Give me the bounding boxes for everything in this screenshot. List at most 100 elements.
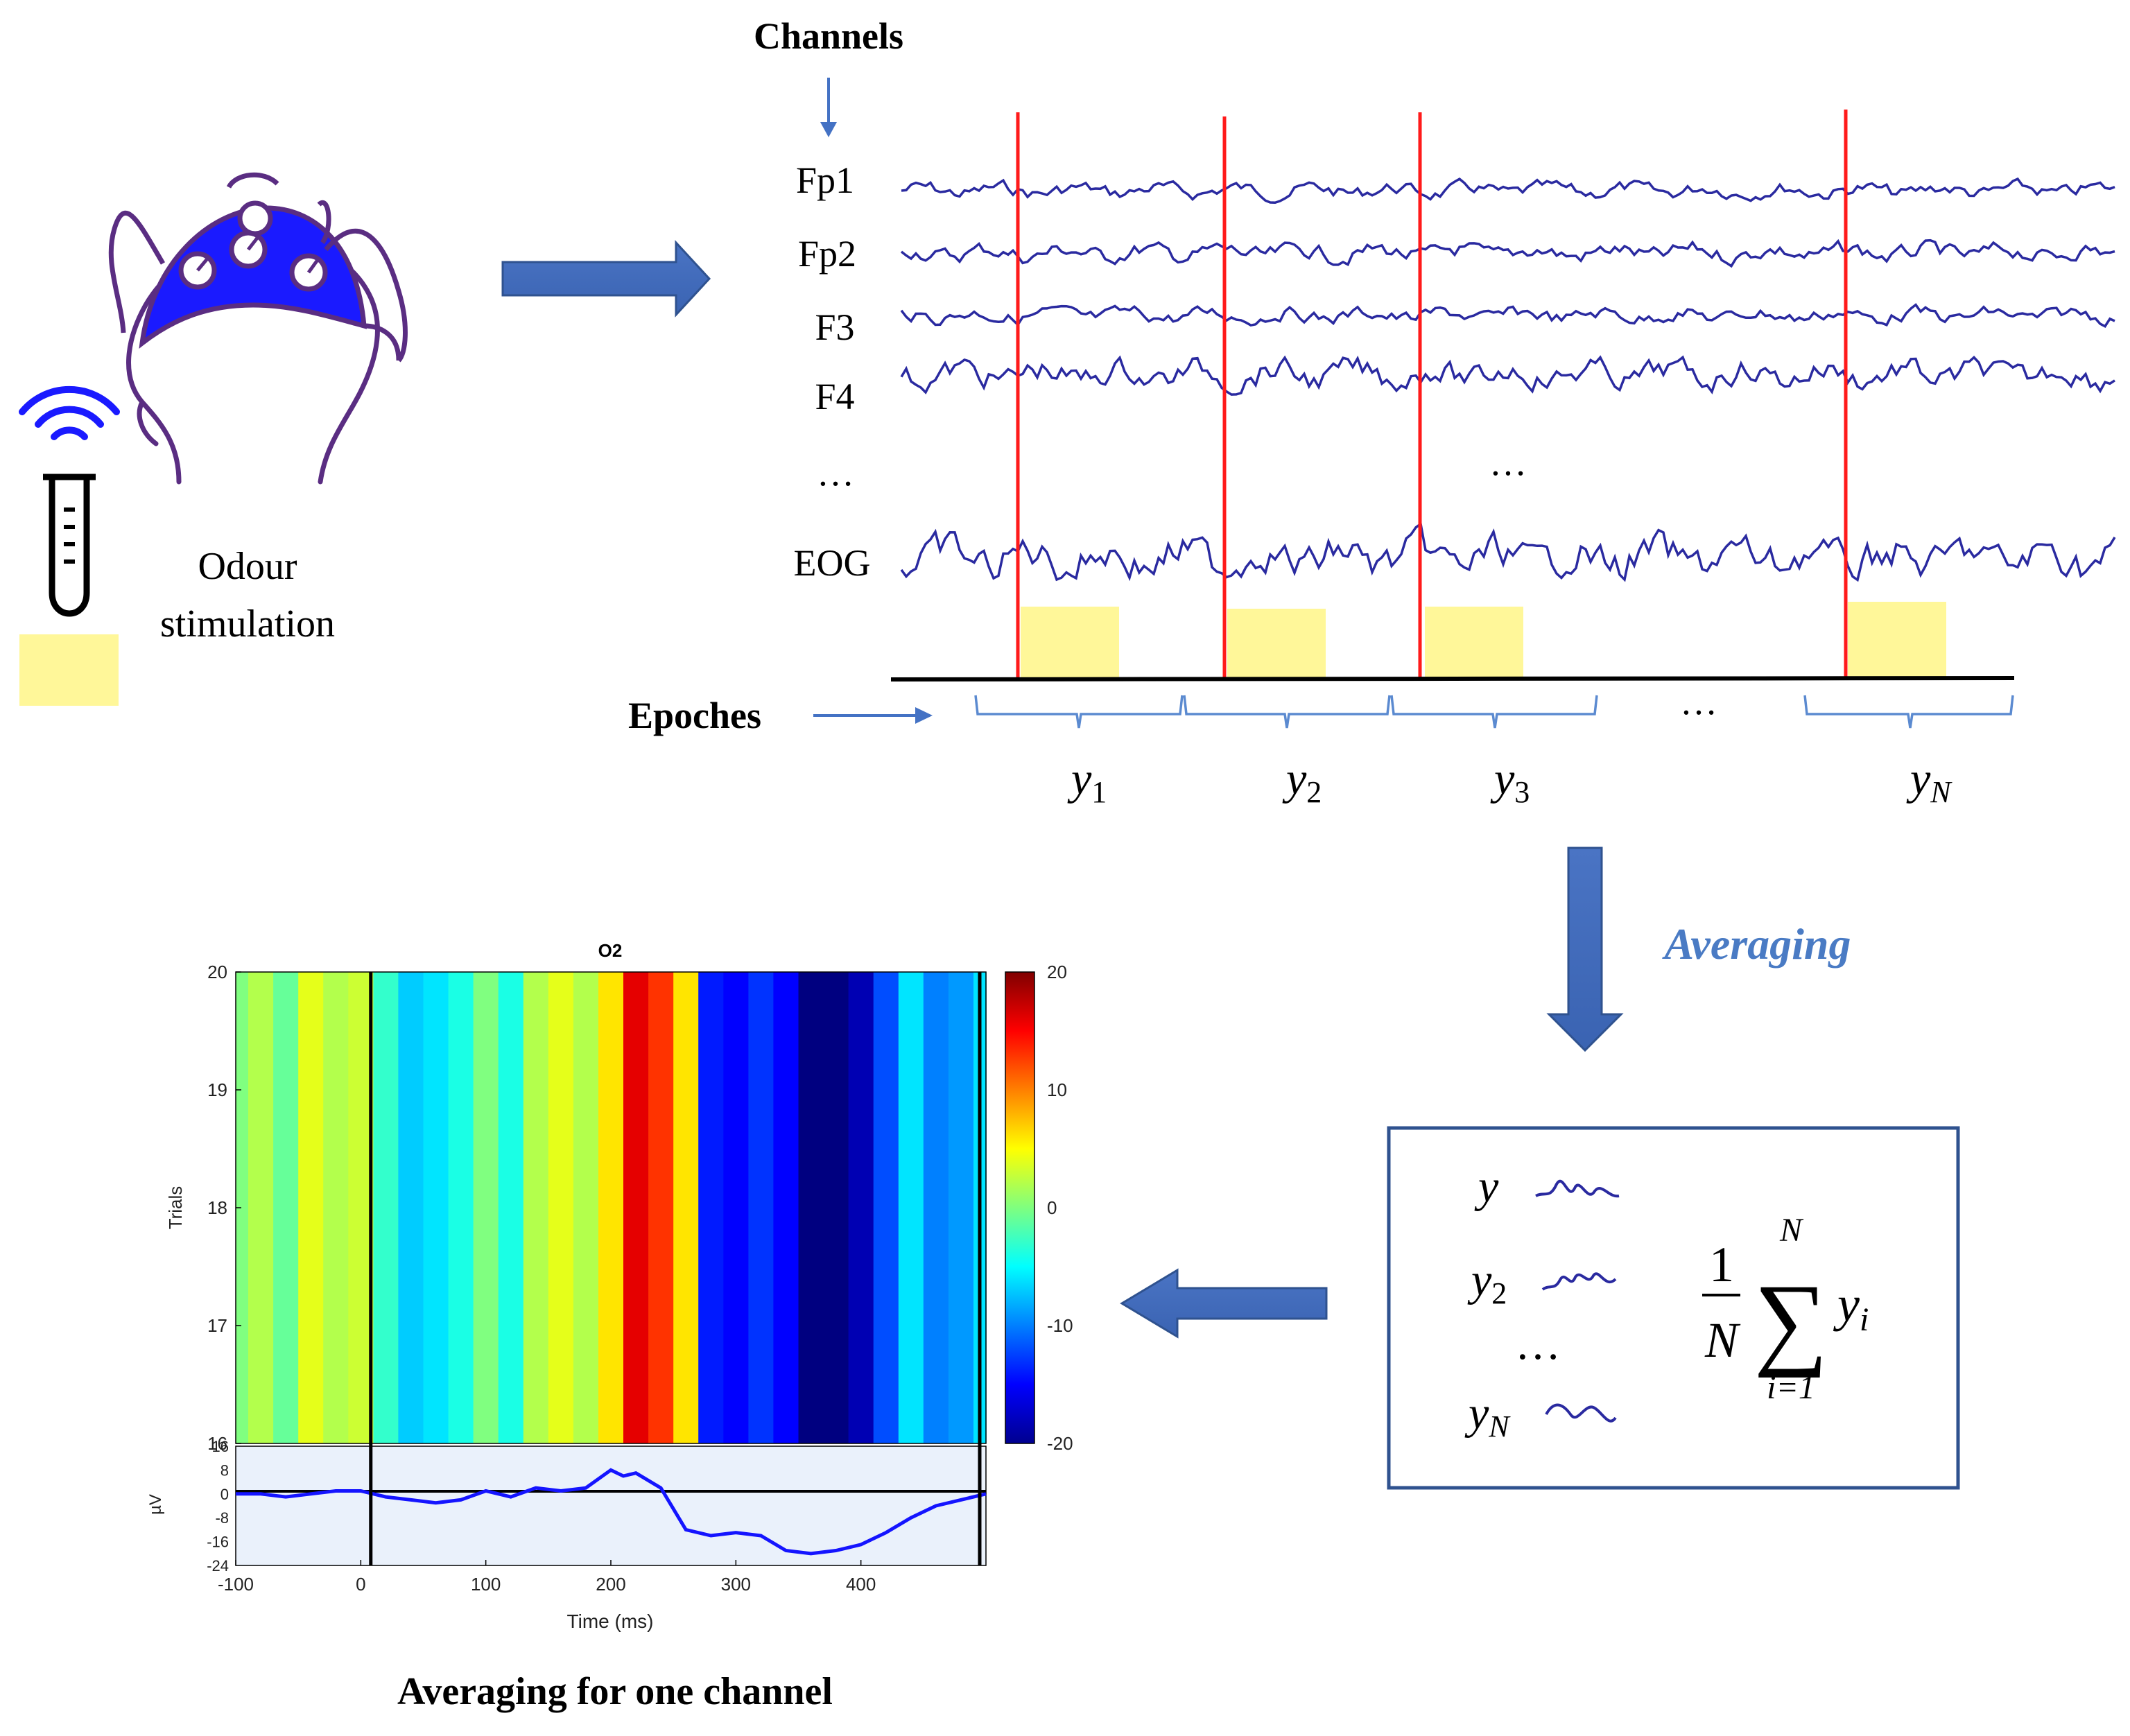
heatmap-cell: [798, 972, 824, 1443]
mini-wave: [1535, 1179, 1620, 1198]
heatmap-cell: [773, 972, 799, 1443]
erp-curve: [236, 1468, 987, 1556]
erp-y-tick-label: -8: [215, 1509, 229, 1527]
colorbar: [1005, 971, 1035, 1444]
channel-label-eog: EOG: [794, 542, 871, 584]
colorbar-tick-label: -20: [1047, 1433, 1073, 1454]
heatmap-cell: [623, 972, 649, 1443]
x-ticks: -100 0 100 200 300 400: [218, 1560, 876, 1595]
heatmap-cell: [573, 972, 599, 1443]
erp-y-tick-label: -24: [207, 1557, 229, 1574]
heatmap-cell: [698, 972, 725, 1443]
eeg-trace: [900, 355, 2115, 396]
averaging-label: Averaging: [1661, 919, 1851, 969]
erp-y-tick-label: 8: [220, 1461, 229, 1479]
heatmap-cell: [823, 972, 849, 1443]
heatmap-cell: [473, 972, 499, 1443]
formula-upper-limit: N: [1779, 1212, 1804, 1249]
epoch-braces: [974, 695, 2014, 729]
box-row-ellipsis: …: [1515, 1319, 1561, 1369]
erp-y-tick-label: 0: [220, 1486, 229, 1503]
mini-wave: [1545, 1403, 1617, 1423]
y-tick-label: 19: [207, 1079, 227, 1100]
stimulation-label: stimulation: [160, 602, 335, 645]
averaging-box-rows: y y2 … yN: [1464, 1161, 1561, 1443]
heatmap-cell: [748, 972, 774, 1443]
heatmap-cell: [723, 972, 750, 1443]
epoch-brace: [1390, 695, 1598, 729]
box-mini-waves: [1535, 1179, 1620, 1423]
heatmap-cell: [923, 972, 949, 1443]
erp-panel: [235, 1446, 987, 1566]
box-row-y2: y2: [1467, 1255, 1507, 1310]
colorbar-tick-label: -10: [1047, 1315, 1073, 1336]
channel-label-ellipsis: …: [817, 452, 854, 494]
channels-label: Channels: [754, 15, 903, 57]
channel-label-f3: F3: [815, 306, 854, 348]
heatmap-cell: [648, 972, 674, 1443]
stimulus-windows: [1021, 602, 1946, 677]
x-tick-label: 200: [596, 1574, 625, 1595]
stimulus-window: [1848, 602, 1946, 677]
epoch-ellipsis: …: [1680, 681, 1717, 722]
heatmap-cell: [423, 972, 449, 1443]
heatmap-cell: [298, 972, 324, 1443]
x-tick-label: 0: [356, 1574, 365, 1595]
time-axis: [890, 676, 2015, 682]
epoch-label-y3: y3: [1490, 754, 1530, 809]
y-tick-label: 18: [207, 1197, 227, 1218]
erp-y-tick-label: 16: [212, 1438, 229, 1455]
heatmap-cell: [598, 972, 624, 1443]
colorbar-tick-label: 20: [1047, 962, 1067, 982]
signal-waves-icon: [19, 385, 120, 440]
box-row-y: y: [1474, 1161, 1499, 1212]
epoches-arrow-head: [915, 707, 933, 724]
epoch-labels: y1 y2 y3 yN: [1067, 754, 1952, 809]
channels-arrow-head: [820, 122, 837, 137]
formula-numerator: 1: [1709, 1237, 1734, 1292]
epoch-brace: [974, 695, 1184, 729]
stimulus-window: [1021, 607, 1119, 677]
stimulus-marker-swatch: [19, 634, 119, 706]
averaging-box: [1387, 1126, 1960, 1490]
stimulus-window: [1425, 607, 1523, 677]
down-arrow: [1546, 847, 1624, 1052]
odour-label: Odour: [198, 545, 297, 588]
channel-label-fp2: Fp2: [798, 233, 856, 275]
channel-label-fp1: Fp1: [796, 159, 854, 201]
x-tick-label: 300: [721, 1574, 751, 1595]
epoches-label: Epoches: [628, 695, 761, 736]
eeg-trace: [900, 521, 2116, 582]
event-markers: [1016, 110, 1848, 679]
colorbar-tick-label: 10: [1047, 1079, 1067, 1100]
time-markers: [369, 972, 982, 1565]
averaging-formula: 1 N N ∑ i=1 yi: [1702, 1212, 1869, 1406]
epoch-label-y2: y2: [1282, 754, 1322, 809]
epoch-label-yN: yN: [1906, 754, 1952, 809]
erp-ylabel: µV: [146, 1494, 165, 1515]
right-arrow: [501, 240, 711, 318]
heatmap-cells: [236, 972, 987, 1443]
heatmap-cell: [398, 972, 424, 1443]
box-row-yN: yN: [1464, 1388, 1511, 1443]
eeg-traces: [900, 177, 2116, 582]
heatmap-cell: [523, 972, 549, 1443]
x-tick-label: 100: [471, 1574, 501, 1595]
x-tick-label: 400: [846, 1574, 876, 1595]
formula-lower-limit: i=1: [1767, 1369, 1815, 1406]
formula-term: yi: [1833, 1276, 1869, 1338]
mini-wave: [1541, 1272, 1617, 1291]
bottom-caption: Averaging for one channel: [397, 1670, 833, 1713]
epoch-label-y1: y1: [1067, 754, 1107, 809]
formula-denominator: N: [1704, 1312, 1741, 1368]
x-tick-label: -100: [218, 1574, 254, 1595]
heatmap-cell: [323, 972, 349, 1443]
test-tube-icon: [43, 474, 96, 617]
epoch-brace: [1183, 695, 1391, 729]
